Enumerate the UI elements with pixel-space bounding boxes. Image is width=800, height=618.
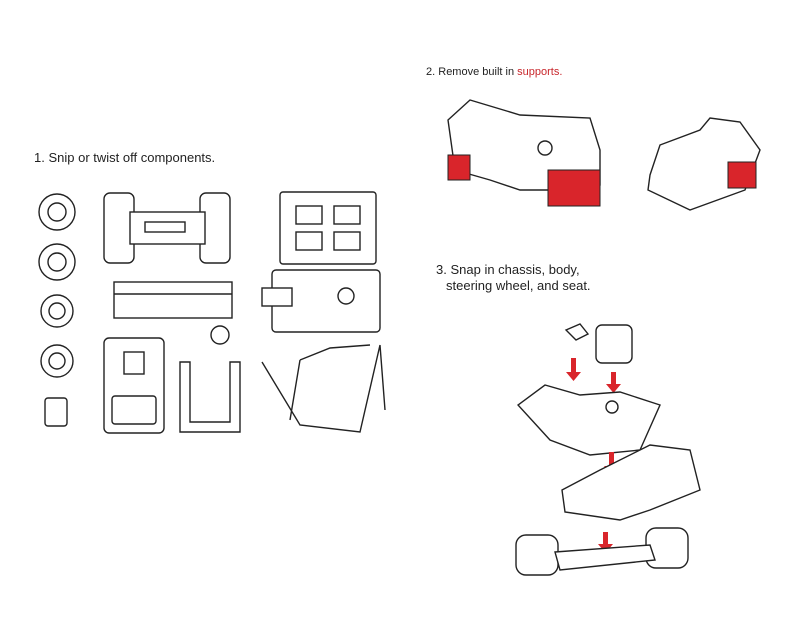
steering-wheel-part [210,325,230,345]
step-text: Remove built in [438,66,515,78]
body-top-part [279,191,377,265]
step-number: 3. [436,262,447,277]
support-highlight [547,169,601,207]
axle-part [113,281,233,319]
chassis-part [103,192,231,264]
roll-cage-part [261,344,386,433]
seat-part [103,337,165,434]
support-highlight [727,161,757,189]
step-2-caption: 2. Remove built in supports. [426,64,562,80]
part-supports-removed [647,117,761,211]
step-text: Snap in chassis, body, [450,262,580,277]
body-bottom-part [261,269,381,333]
body [516,384,661,456]
wheel-parts [38,193,76,427]
step-3-caption: 3. Snap in chassis, body, steering wheel… [436,262,591,294]
chassis [515,527,689,576]
arrow-down-icon [606,372,621,393]
shell [561,444,701,521]
step-highlight: supports. [517,66,563,78]
steering-wheel [564,323,590,341]
seat [595,324,633,364]
step-number: 1. [34,150,45,165]
frame-part [179,361,241,433]
support-highlight [447,154,471,181]
step-1-caption: 1. Snip or twist off components. [34,150,215,166]
part-with-supports [447,99,601,207]
step-text: Snip or twist off components. [48,150,216,165]
step-number: 2. [426,66,436,78]
step-text: steering wheel, and seat. [446,278,591,293]
assembly-diagram [515,323,701,576]
arrow-down-icon [566,358,581,381]
